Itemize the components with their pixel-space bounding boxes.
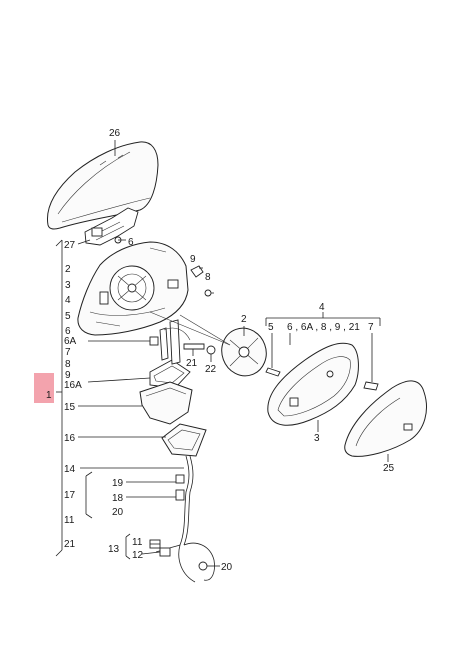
mirror-housing-base [77,241,189,336]
label-11-b: 11 [132,537,143,548]
label-4-right: 4 [319,302,325,313]
label-2-left: 2 [65,264,71,275]
mirror-glass-frame [267,342,359,432]
group-bracket-4 [265,312,381,382]
label-9-top: 9 [190,254,196,265]
mirror-glass [344,380,427,462]
wiring-harness [80,455,220,583]
label-3-left: 3 [65,280,71,291]
label-20-list: 20 [112,507,124,518]
label-group-right: 6 , 6A , 8 , 9 , 21 [287,322,360,333]
label-15: 15 [64,402,76,413]
label-22: 22 [205,364,217,375]
label-13: 13 [108,544,120,555]
mounting-bracket [77,207,139,246]
guide-lines [149,311,231,346]
label-5-left: 5 [65,311,71,322]
mirror-cover-cap [46,140,159,230]
label-21-list: 21 [64,539,76,550]
label-6-top: 6 [128,237,134,248]
label-18: 18 [112,493,124,504]
label-11-list: 11 [64,515,75,526]
label-19: 19 [112,478,124,489]
group-bracket-1 [55,239,131,560]
label-17: 17 [64,490,76,501]
label-21-mid: 21 [186,358,198,369]
label-3-right: 3 [314,433,320,444]
label-14: 14 [64,464,76,475]
label-8-top: 8 [205,272,211,283]
label-7-right: 7 [368,322,374,333]
label-6-left: 6 [65,326,71,337]
label-27: 27 [64,240,76,251]
label-20-b: 20 [221,562,233,573]
label-4-left: 4 [65,295,71,306]
label-6a: 6A [64,336,77,347]
screw-top [190,265,214,297]
label-9: 9 [65,370,71,381]
label-16a: 16A [64,380,82,391]
gasket-seal [78,423,207,457]
label-8: 8 [65,359,71,370]
label-7: 7 [65,347,71,358]
label-1: 1 [46,390,52,401]
label-26: 26 [109,128,121,139]
part-1-highlight [34,373,54,403]
screw-6a [88,336,159,346]
mirror-adjuster-plate [221,326,267,377]
screw-21 [183,343,216,362]
part-labels: 26 6 27 9 8 2 3 4 5 6 6A 7 8 9 16A 15 16… [46,128,395,573]
label-2-mid: 2 [241,314,247,325]
adjustment-motor-unit [78,359,193,425]
label-5-right: 5 [268,322,274,333]
label-25: 25 [383,463,395,474]
label-12: 12 [132,550,144,561]
label-16: 16 [64,433,76,444]
actuator-rods [159,319,191,365]
glass-screws [265,367,379,391]
